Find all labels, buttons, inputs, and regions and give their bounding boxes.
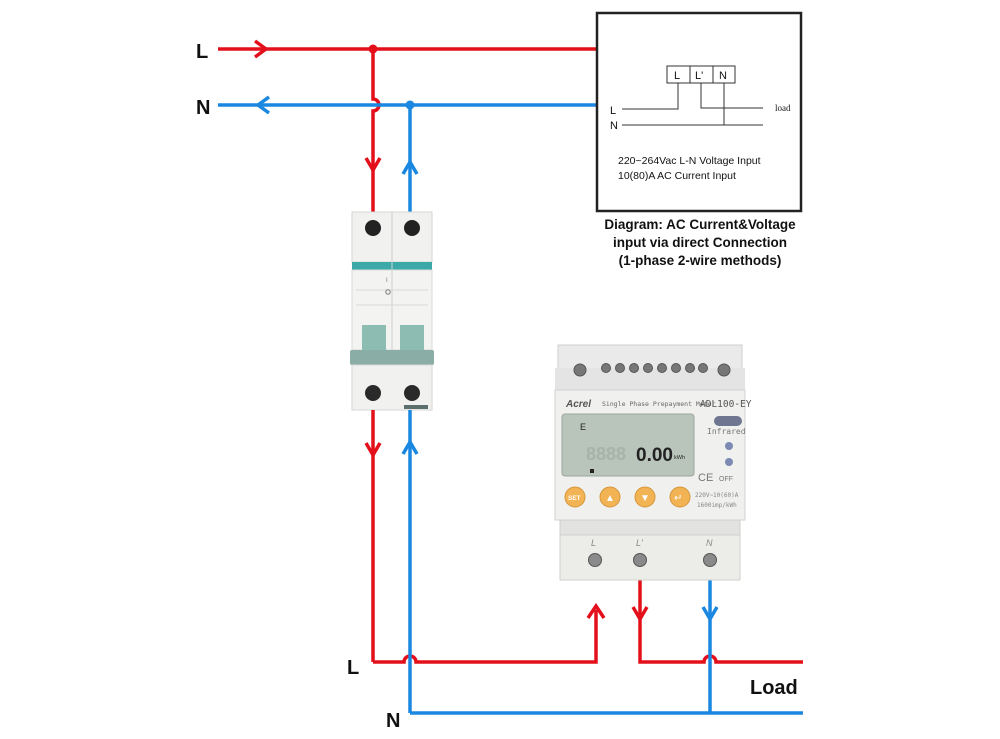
lcd-value: 0.00: [636, 445, 673, 466]
lcd-lock-icon: [590, 469, 594, 473]
off-label: OFF: [719, 476, 733, 483]
supply-neutral-wire: [218, 95, 596, 212]
meter-rating: 220V~10(60)A: [695, 492, 739, 499]
energy-meter: Acrel Single Phase Prepayment Meter ADL1…: [554, 344, 752, 581]
lcd-indicator: E: [580, 422, 586, 432]
meter-terminal-l2-label: L': [636, 538, 643, 548]
inset-load-label: load: [775, 103, 791, 113]
breaker-on-mark: I: [386, 278, 388, 284]
load-neutral-label: N: [386, 710, 400, 732]
load-label: Load: [750, 677, 798, 699]
load-line-label: L: [347, 657, 359, 679]
meter-led-2: [725, 458, 733, 466]
supply-line-label: L: [196, 41, 208, 63]
inset-line-label: L: [610, 105, 616, 117]
line-junction-dot: [368, 44, 378, 54]
breaker-top-terminal-n: [404, 220, 420, 236]
meter-up-button[interactable]: [599, 486, 621, 508]
inset-terminal-l2: L': [695, 70, 703, 82]
caption-line-3: (1-phase 2-wire methods): [618, 253, 782, 268]
inset-diagram: L L' N L N load 220~264Vac L-N Voltage I…: [595, 11, 803, 213]
up-button-label: ▲: [605, 493, 615, 504]
load-neutral-wire: [701, 565, 719, 713]
inset-terminal-n: N: [719, 70, 727, 82]
lcd-unit: kWh: [674, 455, 685, 461]
breaker-bottom-terminal-l: [365, 385, 381, 401]
supply-neutral-label: N: [196, 97, 210, 119]
inset-spec-current: 10(80)A AC Current Input: [618, 170, 736, 182]
inset-terminal-l: L: [674, 70, 680, 82]
meter-terminal-l: [588, 553, 602, 567]
meter-led-1: [725, 442, 733, 450]
ce-mark: CE: [698, 472, 713, 484]
diagram-caption: Diagram: AC Current&Voltage input via di…: [590, 216, 810, 270]
infrared-port[interactable]: [714, 416, 742, 426]
neutral-junction-dot: [405, 100, 415, 110]
meter-terminal-n: [703, 553, 717, 567]
meter-terminal-n-label: N: [706, 538, 713, 548]
caption-line-1: Diagram: AC Current&Voltage: [604, 217, 796, 232]
infrared-label: Infrared: [707, 427, 746, 436]
supply-line-wire: [218, 39, 596, 212]
breaker-bottom-terminal-n: [404, 385, 420, 401]
meter-lcd: [561, 413, 695, 477]
meter-terminal-l2: [633, 553, 647, 567]
breaker-off-mark: [385, 289, 391, 295]
set-button-label: SET: [568, 495, 581, 502]
meter-model: ADL100-EY: [700, 399, 752, 410]
inset-neutral-label: N: [610, 120, 618, 132]
caption-line-2: input via direct Connection: [612, 235, 787, 250]
meter-description: Single Phase Prepayment Meter: [602, 400, 716, 408]
meter-enter-button[interactable]: [669, 486, 691, 508]
breaker-top-terminal-l: [365, 220, 381, 236]
breaker-output-neutral-wire: [401, 410, 803, 715]
meter-set-button[interactable]: [564, 486, 586, 508]
circuit-breaker: I: [350, 211, 434, 411]
meter-down-button[interactable]: [634, 486, 656, 508]
meter-constant: 1600imp/kWh: [697, 502, 737, 509]
inset-spec-voltage: 220~264Vac L-N Voltage Input: [618, 155, 761, 167]
meter-terminal-l-label: L: [591, 538, 596, 548]
lcd-ghost-digits: 8888: [586, 444, 626, 464]
down-button-label: ▼: [640, 493, 650, 504]
enter-button-label: ↵: [674, 493, 682, 504]
meter-brand: Acrel: [565, 399, 591, 410]
